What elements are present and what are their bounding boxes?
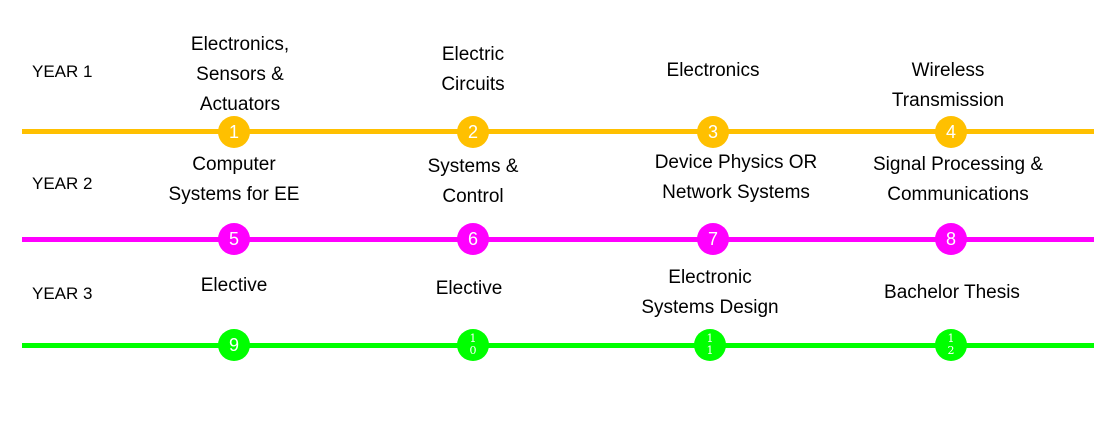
course-2-node: 2 — [457, 116, 489, 148]
course-3-title: Electronics — [666, 60, 760, 81]
year-1-label: YEAR 1 — [32, 62, 93, 81]
course-6-node: 6 — [457, 223, 489, 255]
course-10-title: Elective — [435, 278, 503, 299]
course-7-node: 7 — [697, 223, 729, 255]
year-1-track — [22, 129, 1094, 134]
course-10-node: 1 0 — [457, 329, 489, 361]
course-10-number: 1 0 — [469, 332, 477, 357]
course-5-node: 5 — [218, 223, 250, 255]
course-4-node: 4 — [935, 116, 967, 148]
course-9-title: Elective — [200, 275, 268, 296]
course-5-title: Computer Systems for EE — [168, 154, 300, 205]
year-3-label: YEAR 3 — [32, 284, 93, 303]
course-9-node: 9 — [218, 329, 250, 361]
year-3-track — [22, 343, 1094, 348]
course-4-title: Wireless Transmission — [891, 60, 1005, 111]
course-12-node: 1 2 — [935, 329, 967, 361]
course-11-title: Electronic Systems Design — [641, 267, 779, 318]
course-11-number: 1 1 — [706, 332, 714, 357]
course-1-node: 1 — [218, 116, 250, 148]
course-3-node: 3 — [697, 116, 729, 148]
course-12-number: 1 2 — [947, 332, 955, 357]
course-7-title: Device Physics OR Network Systems — [654, 152, 818, 203]
course-6-title: Systems & Control — [427, 156, 519, 207]
course-8-node: 8 — [935, 223, 967, 255]
year-2-label: YEAR 2 — [32, 174, 93, 193]
course-11-node: 1 1 — [694, 329, 726, 361]
year-2-track — [22, 237, 1094, 242]
course-8-title: Signal Processing & Communications — [872, 154, 1044, 205]
course-12-title: Bachelor Thesis — [884, 282, 1020, 303]
course-1-title: Electronics, Sensors & Actuators — [190, 34, 290, 115]
course-2-title: Electric Circuits — [441, 44, 505, 95]
